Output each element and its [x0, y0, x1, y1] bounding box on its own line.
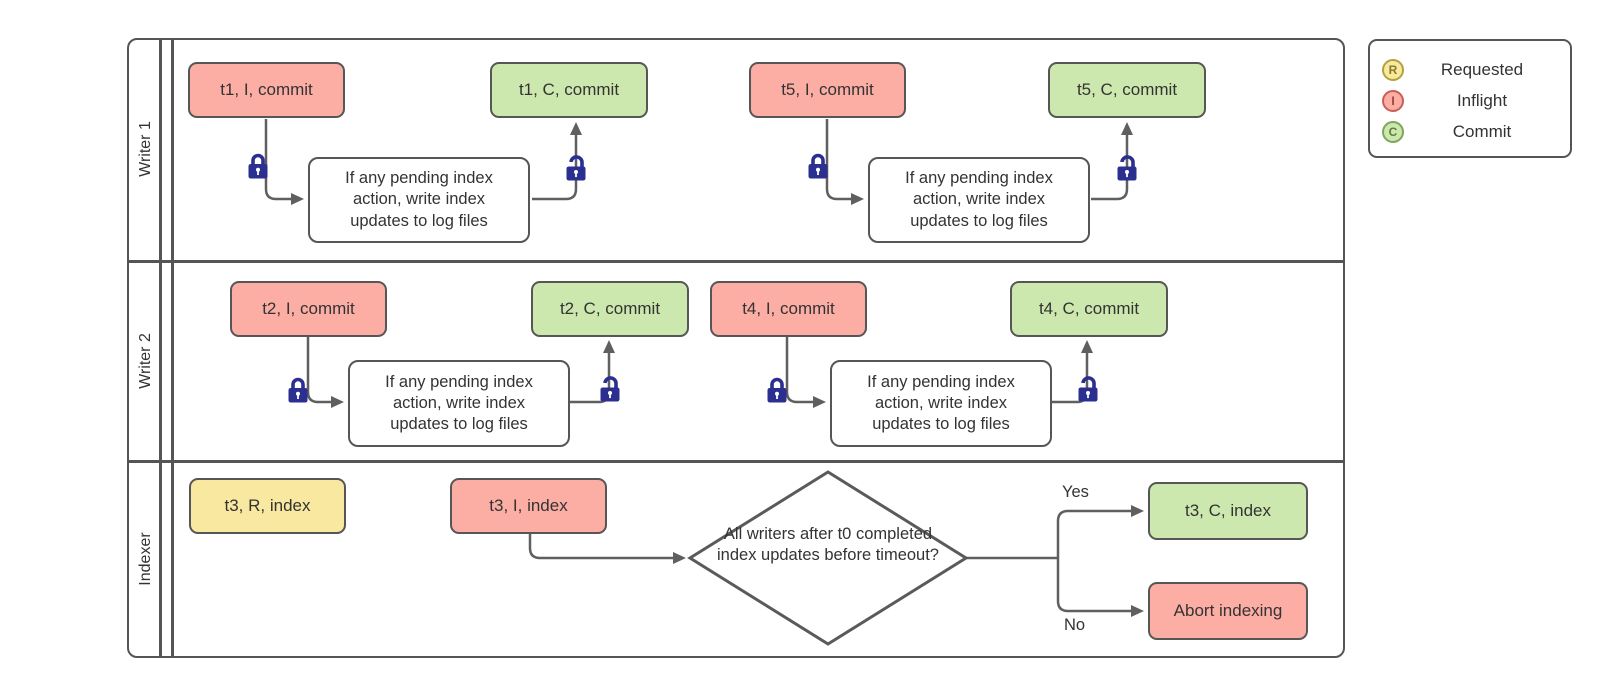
- node-process-writer2-right: If any pending index action, write index…: [830, 360, 1052, 447]
- node-process-writer1-left: If any pending index action, write index…: [308, 157, 530, 243]
- node-t1-inflight: t1, I, commit: [188, 62, 345, 118]
- yes-label: Yes: [1062, 483, 1089, 501]
- inflight-state-icon: I: [1382, 89, 1404, 112]
- node-t4-inflight: t4, I, commit: [710, 281, 867, 337]
- node-process-writer1-right: If any pending index action, write index…: [868, 157, 1090, 243]
- node-t3-inflight: t3, I, index: [450, 478, 607, 534]
- legend-label: Inflight: [1456, 90, 1508, 110]
- lane-divider: [127, 260, 1345, 263]
- node-t3-requested: t3, R, index: [189, 478, 346, 534]
- lane-label-indexer: Indexer: [137, 532, 154, 586]
- commit-state-icon: C: [1382, 120, 1404, 143]
- lane-label-writer2: Writer 2: [137, 333, 154, 389]
- process-text: If any pending index action, write index…: [867, 372, 1015, 434]
- lane-label-writer1: Writer 1: [137, 121, 154, 177]
- legend-label: Requested: [1440, 59, 1524, 79]
- legend-row-commit: C Commit: [1382, 116, 1560, 147]
- requested-state-icon: R: [1382, 58, 1404, 81]
- node-t5-commit: t5, C, commit: [1048, 62, 1206, 118]
- node-t1-commit: t1, C, commit: [490, 62, 648, 118]
- node-t2-inflight: t2, I, commit: [230, 281, 387, 337]
- legend: R Requested I Inflight C Commit: [1368, 39, 1572, 158]
- node-t4-commit: t4, C, commit: [1010, 281, 1168, 337]
- lane-label-separator: [159, 38, 162, 658]
- decision-text: All writers after t0 completed index upd…: [717, 525, 939, 564]
- legend-label: Commit: [1452, 121, 1512, 141]
- legend-row-inflight: I Inflight: [1382, 85, 1560, 116]
- node-abort-indexing: Abort indexing: [1148, 582, 1308, 640]
- lane-label-separator: [171, 38, 174, 658]
- no-label: No: [1064, 616, 1086, 634]
- node-process-writer2-left: If any pending index action, write index…: [348, 360, 570, 447]
- process-text: If any pending index action, write index…: [385, 372, 533, 434]
- node-t3-commit: t3, C, index: [1148, 482, 1308, 540]
- lane-divider: [127, 460, 1345, 463]
- process-text: If any pending index action, write index…: [905, 169, 1053, 230]
- legend-row-requested: R Requested: [1382, 54, 1560, 85]
- pool-frame: [127, 38, 1345, 658]
- node-t2-commit: t2, C, commit: [531, 281, 689, 337]
- node-t5-inflight: t5, I, commit: [749, 62, 906, 118]
- process-text: If any pending index action, write index…: [345, 169, 493, 230]
